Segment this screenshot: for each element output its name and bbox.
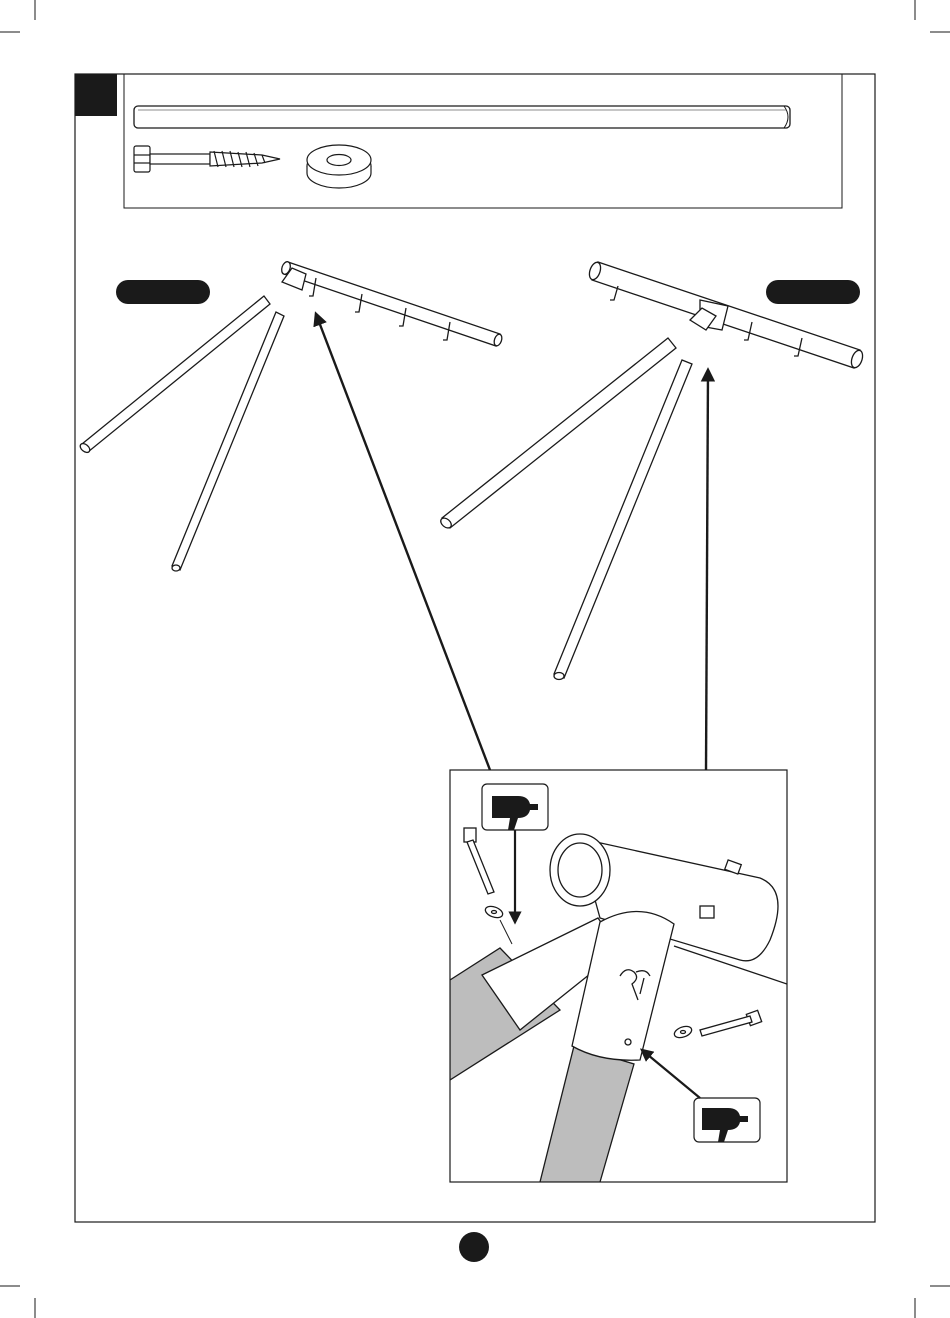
view-label-right xyxy=(766,280,860,304)
drill-icon xyxy=(694,1098,760,1142)
lag-screw-icon xyxy=(134,146,280,172)
drill-icon xyxy=(482,784,548,830)
leader-arrow-right xyxy=(706,370,708,770)
left-assembly xyxy=(79,261,504,571)
washer-icon xyxy=(307,145,371,188)
crossbar-tube xyxy=(134,106,790,128)
right-assembly xyxy=(439,261,865,680)
step-badge xyxy=(75,74,117,116)
detail-view xyxy=(450,770,787,1182)
view-label-left xyxy=(116,280,210,304)
leader-arrow-left xyxy=(316,314,490,770)
parts-box xyxy=(124,74,842,208)
page-number-badge xyxy=(459,1232,489,1262)
